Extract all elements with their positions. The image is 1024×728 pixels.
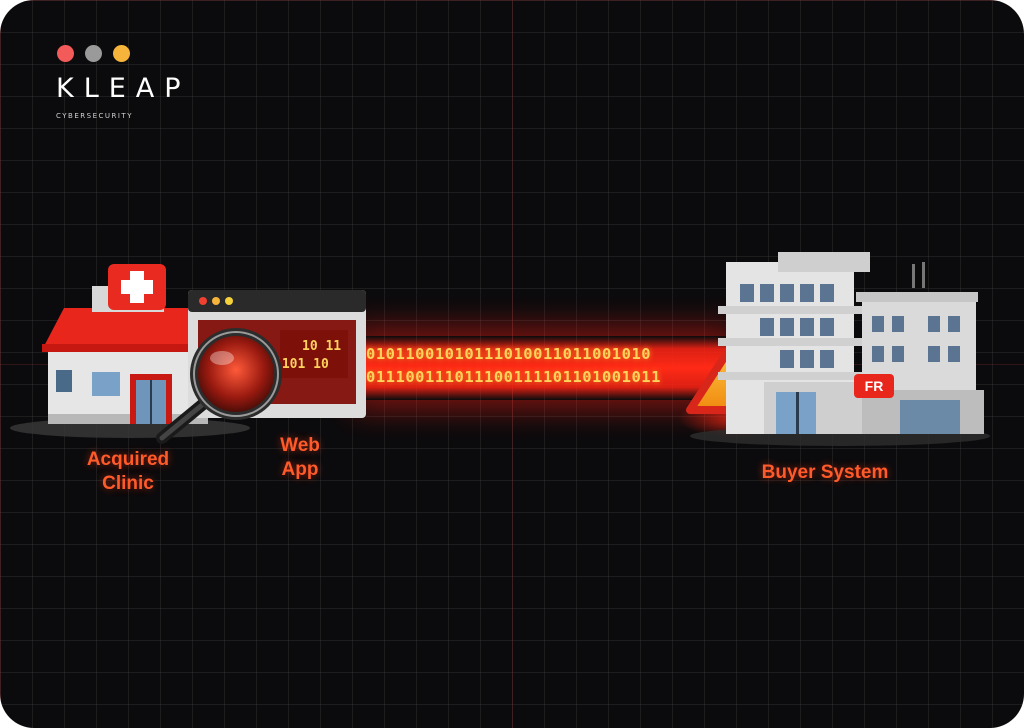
office-building-icon: FR — [690, 252, 990, 446]
web-app-label-line-2: App — [281, 459, 319, 480]
data-stream-line-2: 011100111011100111101101001011 — [366, 368, 661, 386]
magnifier-icon — [156, 328, 282, 444]
data-stream-line-1: 01011001010111010011011001010 — [366, 345, 652, 363]
fr-badge — [854, 374, 894, 398]
acquired-clinic-label-line-1: Acquired — [86, 449, 170, 470]
buyer-system-label: Buyer System — [761, 462, 889, 483]
yellow-dot — [113, 45, 130, 62]
red-dot — [57, 45, 74, 62]
brand-tagline: CYBERSECURITY — [56, 112, 133, 120]
gray-dot — [85, 45, 102, 62]
webapp-code-line-1: 10 11 — [302, 339, 341, 354]
hospital-icon — [10, 264, 250, 438]
web-app-label: Web App — [250, 434, 350, 482]
acquired-clinic-label-line-2: Clinic — [102, 473, 154, 494]
data-stream: 01011001010111010011011001010 0111001110… — [360, 336, 728, 400]
web-app-label-line-1: Web — [280, 435, 320, 456]
webapp-code-line-2: 1101 10 — [274, 357, 329, 372]
acquired-clinic-label: Acquired Clinic — [68, 448, 188, 496]
window-dots — [57, 45, 130, 62]
brand-logo: KLEAP — [56, 73, 191, 104]
fr-badge-text: FR — [865, 378, 884, 394]
